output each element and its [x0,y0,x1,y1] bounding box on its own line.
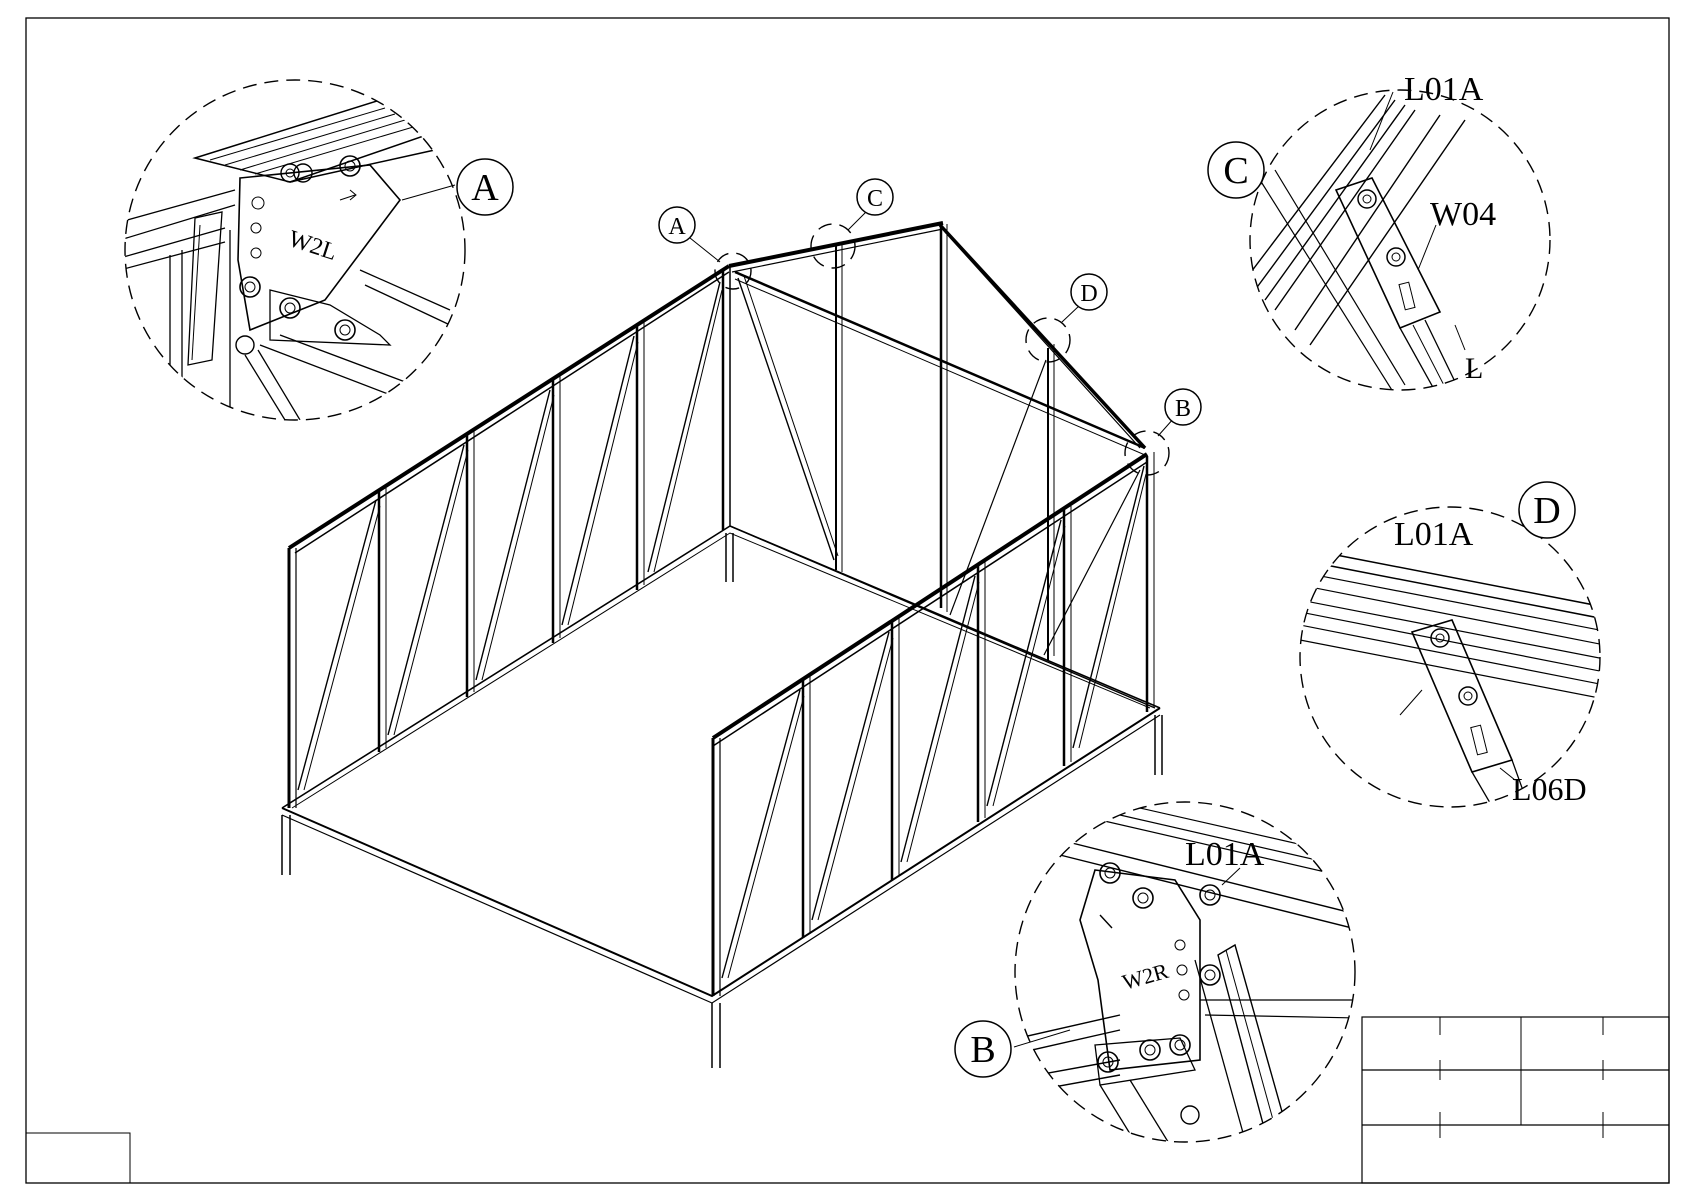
greenhouse-frame [282,223,1162,1068]
detail-c: L01A W04 L C [1208,71,1550,400]
left-side-wall [289,266,730,808]
svg-text:W2R: W2R [1119,958,1171,995]
callout-marker-a: A [659,207,751,289]
svg-text:W04: W04 [1430,196,1496,233]
detail-a: W2L [120,80,513,420]
svg-text:A: A [668,214,686,240]
svg-text:D: D [1533,490,1560,532]
detail-b: W2R L01A [955,802,1360,1150]
svg-text:W2L: W2L [285,226,340,266]
svg-text:D: D [1080,281,1097,307]
callout-marker-d: D [1026,274,1107,362]
svg-text:C: C [867,186,883,212]
detail-d: L01A L06D D [1300,482,1620,820]
base-rail [282,526,1162,1068]
corner-stamp-box [26,1133,130,1183]
svg-text:C: C [1223,150,1248,192]
svg-text:L01A: L01A [1185,836,1265,873]
drawing-frame [26,18,1669,1183]
svg-text:L01A: L01A [1394,516,1474,553]
svg-text:B: B [1175,396,1191,422]
svg-text:L: L [1465,352,1483,385]
svg-text:L06D: L06D [1512,771,1587,807]
svg-text:B: B [970,1029,995,1071]
svg-text:A: A [471,167,499,209]
callout-marker-c: C [811,179,893,268]
svg-text:L01A: L01A [1404,71,1484,108]
title-block [1362,1017,1669,1183]
